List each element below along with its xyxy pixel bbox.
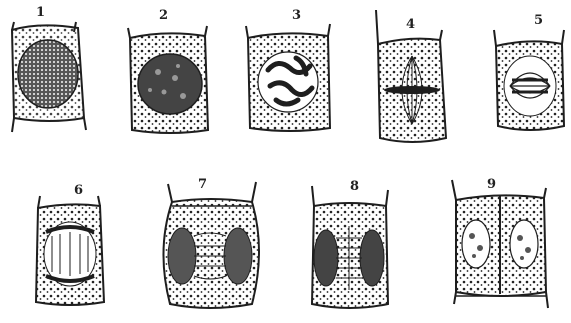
- cell-7: [163, 182, 259, 308]
- cell-1: [12, 22, 86, 132]
- cell-label-9: 9: [487, 178, 496, 191]
- cell-5: [494, 30, 564, 130]
- cell-2: [128, 26, 208, 133]
- cell-label-1: 1: [36, 6, 45, 19]
- cell-label-2: 2: [159, 9, 168, 22]
- cell-9: [452, 180, 548, 308]
- cell-6: [36, 196, 104, 305]
- cell-label-5: 5: [534, 14, 543, 27]
- cell-label-3: 3: [292, 9, 301, 22]
- cell-label-8: 8: [350, 180, 359, 193]
- cell-label-4: 4: [406, 18, 415, 31]
- cell-label-7: 7: [198, 178, 207, 191]
- cell-label-6: 6: [74, 184, 83, 197]
- cell-3: [246, 24, 330, 131]
- cell-8: [312, 186, 388, 308]
